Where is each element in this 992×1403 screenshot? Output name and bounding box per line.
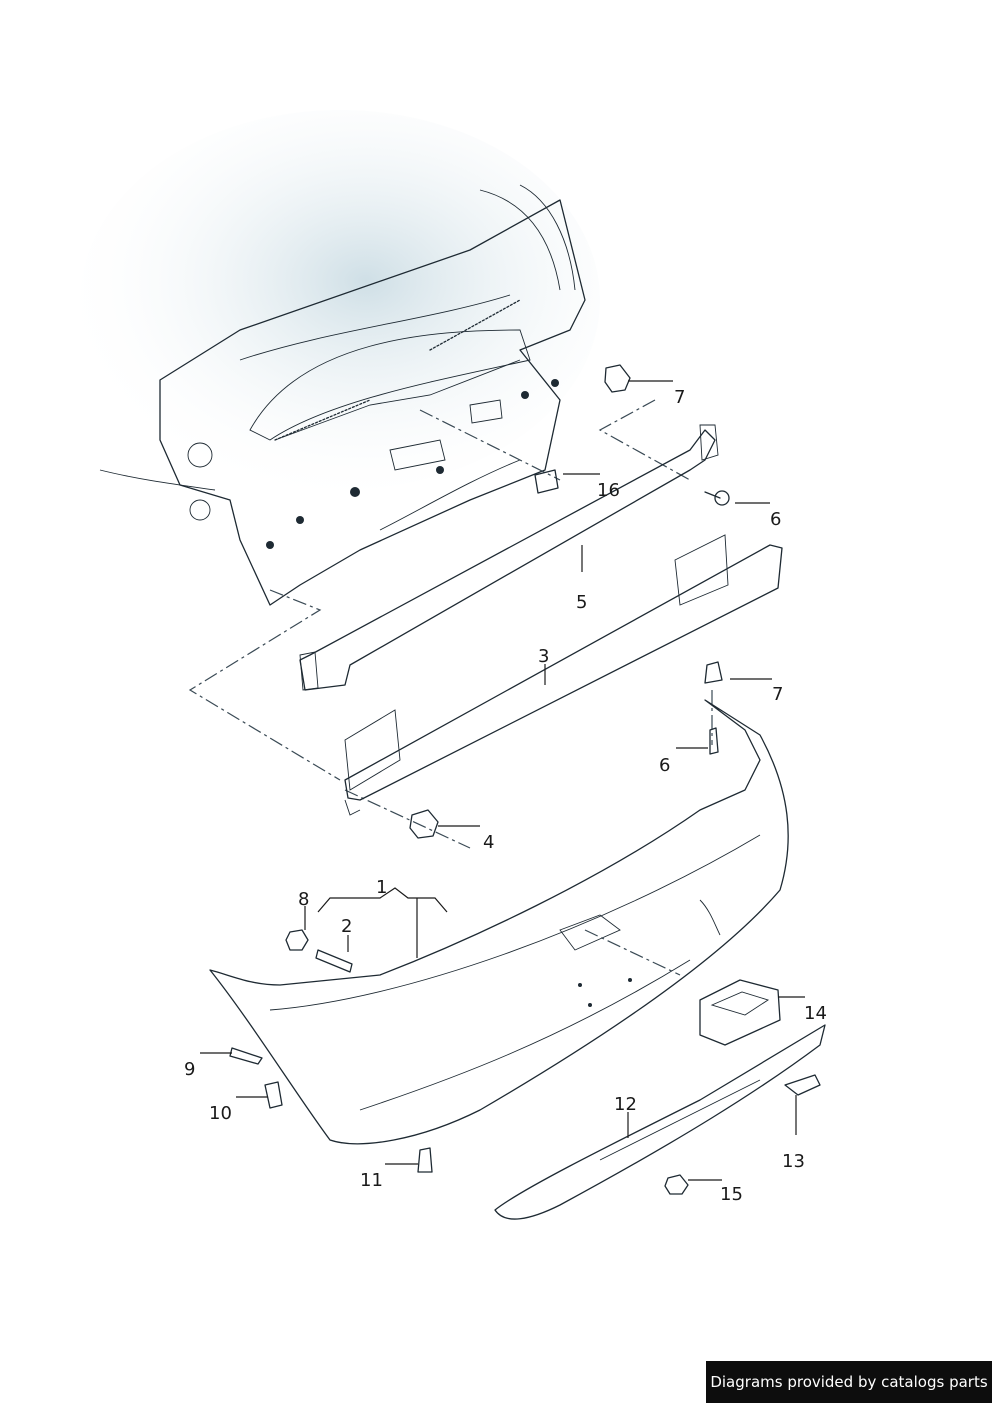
callout-11: 11 bbox=[360, 1170, 383, 1191]
part-14-light-housing bbox=[699, 979, 781, 1046]
callout-1: 1 bbox=[376, 877, 387, 898]
part-3-reinforcement-bar bbox=[344, 534, 783, 816]
part-2-stud bbox=[315, 949, 353, 973]
leader-lines bbox=[200, 380, 805, 1181]
part-4-nut bbox=[409, 809, 439, 839]
part-6b-bolt bbox=[709, 727, 719, 755]
callouts: 7 16 6 5 3 7 6 4 1 8 2 9 10 11 12 13 14 … bbox=[184, 387, 827, 1205]
rear-body-panel bbox=[80, 110, 600, 606]
part-5-bracket bbox=[299, 424, 719, 691]
part-11-bolt bbox=[417, 1147, 433, 1173]
callout-6-upper: 6 bbox=[770, 509, 781, 530]
part-10-clip bbox=[264, 1081, 283, 1109]
callout-15: 15 bbox=[720, 1184, 743, 1205]
part-7a-clip bbox=[604, 364, 631, 393]
footer-credit: Diagrams provided by catalogs parts bbox=[706, 1361, 992, 1403]
callout-7-lower: 7 bbox=[772, 684, 783, 705]
assembly-lines bbox=[188, 399, 713, 976]
part-6a-bolt bbox=[714, 490, 730, 506]
callout-13: 13 bbox=[782, 1151, 805, 1172]
callout-5: 5 bbox=[576, 592, 587, 613]
part-12-diffuser bbox=[494, 1024, 826, 1220]
callout-3: 3 bbox=[538, 646, 549, 667]
part-16-pad bbox=[534, 469, 559, 494]
hardware bbox=[229, 364, 821, 1195]
callout-8: 8 bbox=[298, 889, 309, 910]
callout-4: 4 bbox=[483, 832, 494, 853]
part-13-clip bbox=[784, 1074, 821, 1096]
part-9-screw bbox=[229, 1047, 263, 1065]
callout-9: 9 bbox=[184, 1059, 195, 1080]
callout-7-upper: 7 bbox=[674, 387, 685, 408]
callout-2: 2 bbox=[341, 916, 352, 937]
callout-10: 10 bbox=[209, 1103, 232, 1124]
callout-16: 16 bbox=[597, 480, 620, 501]
part-8-nut bbox=[285, 929, 309, 951]
part-15-nut bbox=[664, 1174, 689, 1195]
callout-12: 12 bbox=[614, 1094, 637, 1115]
part-7b-clip bbox=[704, 661, 723, 684]
callout-14: 14 bbox=[804, 1003, 827, 1024]
callout-6-lower: 6 bbox=[659, 755, 670, 776]
part-1-bumper-cover bbox=[209, 699, 789, 1145]
